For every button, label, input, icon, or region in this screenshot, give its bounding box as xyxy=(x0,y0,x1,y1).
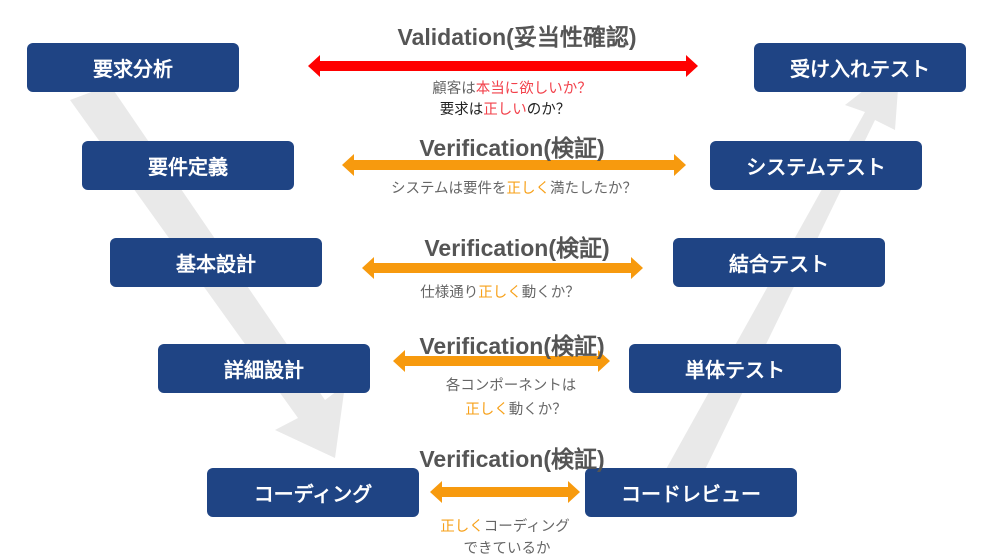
text: 仕様通り xyxy=(420,285,479,301)
verification-question-4a: 正しくコーディング xyxy=(440,515,570,536)
verification-question-4b: できているか xyxy=(464,537,551,558)
text: 動くか？ xyxy=(508,402,567,418)
validation-arrow xyxy=(308,55,698,77)
phase-requirements-definition: 要件定義 xyxy=(82,141,294,190)
verification-arrow-3 xyxy=(393,350,610,372)
verification-question-3a: 各コンポーネントは xyxy=(446,374,577,395)
phase-requirements-analysis: 要求分析 xyxy=(27,43,239,92)
verification-arrow-2 xyxy=(362,257,643,279)
validation-title: Validation(妥当性確認) xyxy=(397,24,637,50)
phase-system-test: システムテスト xyxy=(710,141,922,190)
verification-arrow-1 xyxy=(342,154,686,176)
highlight: 正しく xyxy=(465,402,509,418)
verification-question-2: 仕様通り正しく動くか？ xyxy=(420,281,580,302)
text: のか？ xyxy=(526,102,571,118)
highlight: 正しく xyxy=(440,519,484,535)
text: 動くか？ xyxy=(521,285,580,301)
verification-title-3: Verification(検証) xyxy=(419,333,605,359)
phase-detailed-design: 詳細設計 xyxy=(158,344,370,393)
phase-acceptance-test: 受け入れテスト xyxy=(754,43,966,92)
verification-question-1: システムは要件を正しく満たしたか？ xyxy=(391,177,637,198)
phase-coding: コーディング xyxy=(207,468,419,517)
validation-question-1: 顧客は本当に欲しいか？ xyxy=(432,77,592,98)
phase-basic-design: 基本設計 xyxy=(110,238,322,287)
text: 要求は xyxy=(439,102,484,118)
text: できているか xyxy=(463,541,551,557)
highlight: 本当に欲しいか？ xyxy=(475,81,592,97)
phase-code-review: コードレビュー xyxy=(585,468,797,517)
verification-title-2: Verification(検証) xyxy=(424,235,610,261)
validation-question-2: 要求は正しいのか？ xyxy=(440,98,571,119)
text: 顧客は xyxy=(432,81,476,97)
text: 各コンポーネントは xyxy=(445,378,577,394)
phase-unit-test: 単体テスト xyxy=(629,344,841,393)
text: システムは要件を xyxy=(390,181,507,197)
verification-title-1: Verification(検証) xyxy=(419,135,605,161)
verification-question-3b: 正しく動くか？ xyxy=(465,398,567,419)
phase-integration-test: 結合テスト xyxy=(673,238,885,287)
highlight: 正しく xyxy=(506,181,551,197)
highlight: 正しく xyxy=(478,285,522,301)
text: コーディング xyxy=(483,519,570,535)
highlight: 正しい xyxy=(483,102,527,118)
text: 満たしたか？ xyxy=(550,181,638,197)
verification-arrow-4 xyxy=(430,481,580,503)
verification-title-4: Verification(検証) xyxy=(419,446,605,472)
